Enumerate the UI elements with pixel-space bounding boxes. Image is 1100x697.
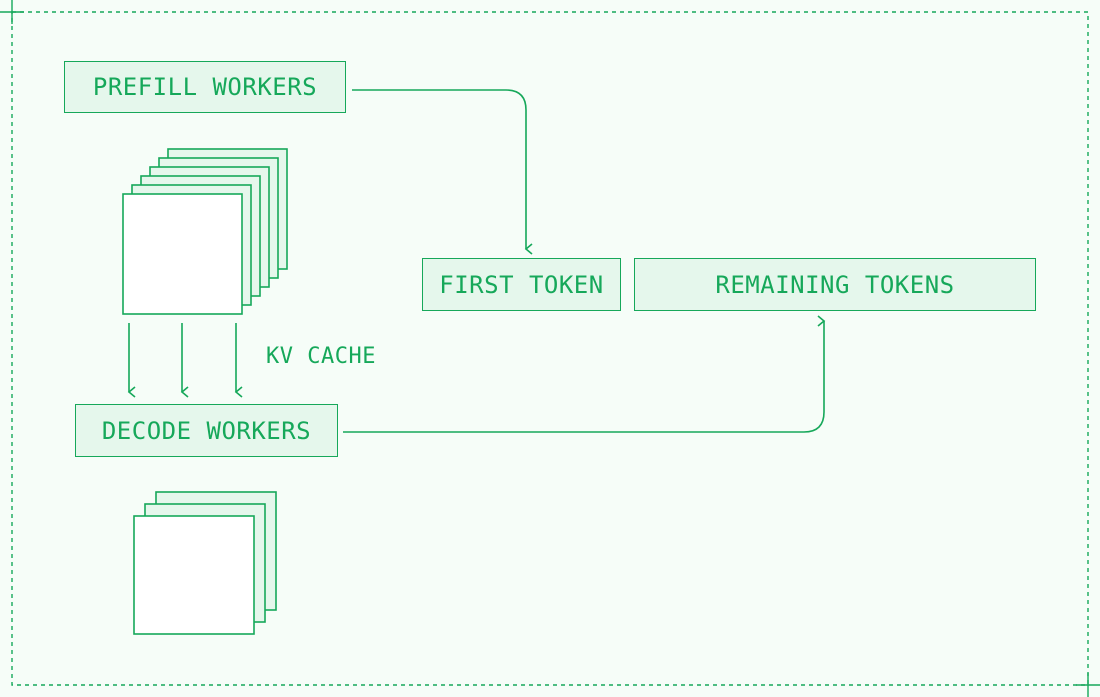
prefill-worker-stack [122, 148, 288, 315]
decode-to-remaining-tokens-connector [343, 315, 826, 433]
decode-worker-card-1 [133, 515, 255, 635]
first-token-box: FIRST TOKEN [422, 258, 621, 311]
decode-workers-label: DECODE WORKERS [101, 416, 312, 445]
kv-cache-label: KV CACHE [266, 344, 376, 369]
decode-workers-box: DECODE WORKERS [75, 404, 338, 457]
remaining-tokens-label: REMAINING TOKENS [715, 270, 955, 299]
remaining-tokens-box: REMAINING TOKENS [634, 258, 1036, 311]
prefill-workers-box: PREFILL WORKERS [64, 61, 346, 113]
prefill-to-first-token-connector [352, 89, 533, 255]
corner-crosshair-top-left [0, 0, 24, 24]
prefill-workers-label: PREFILL WORKERS [92, 73, 318, 101]
first-token-label: FIRST TOKEN [439, 270, 604, 299]
decode-worker-stack [133, 491, 277, 635]
dashed-frame [11, 11, 1089, 686]
corner-crosshair-bottom-right [1076, 673, 1100, 697]
prefill-worker-card-1 [122, 193, 243, 315]
